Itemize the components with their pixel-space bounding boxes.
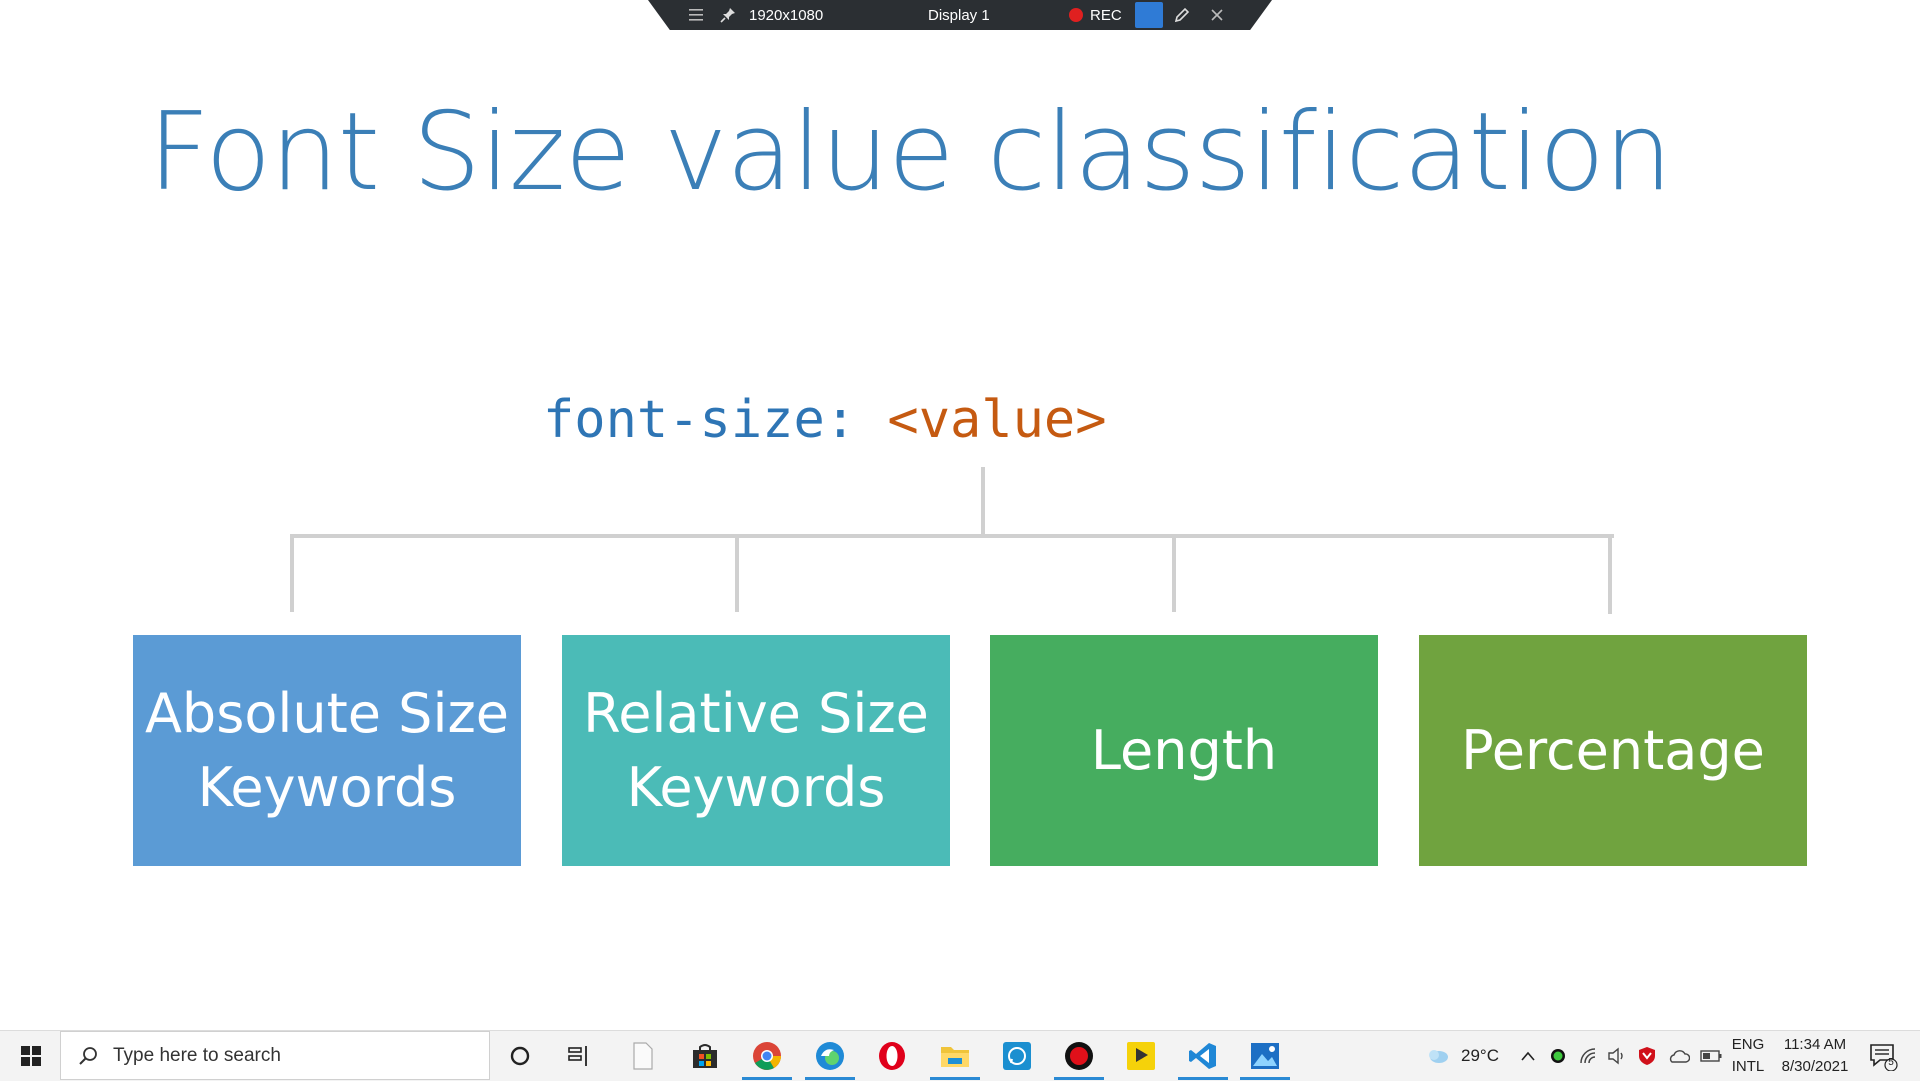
connector-drop-1	[290, 534, 294, 612]
notification-count: 5	[1888, 1057, 1894, 1068]
code-line: font-size: <value>	[543, 390, 1107, 450]
box-label-line1: Length	[1090, 718, 1278, 782]
box-length: Length	[990, 635, 1378, 866]
connector-drop-3	[1172, 534, 1176, 612]
connector-drop-4	[1608, 534, 1612, 614]
opera-icon[interactable]	[862, 1031, 922, 1081]
windows-start-icon[interactable]	[0, 1031, 62, 1081]
connector-trunk	[981, 467, 985, 537]
battery-icon[interactable]	[1700, 1031, 1722, 1081]
language-bottom: INTL	[1731, 1058, 1765, 1075]
weather-icon[interactable]	[1426, 1031, 1450, 1081]
search-icon	[77, 1045, 101, 1067]
kmplayer-icon[interactable]	[1111, 1031, 1171, 1081]
blank-file-icon[interactable]	[613, 1031, 673, 1081]
store-icon[interactable]	[675, 1031, 735, 1081]
resolution-label: 1920x1080	[749, 6, 824, 24]
box-label-line1: Percentage	[1461, 718, 1765, 782]
recorder-icon[interactable]	[1049, 1031, 1109, 1081]
temperature-label[interactable]: 29°C	[1461, 1046, 1499, 1065]
clock[interactable]: 11:34 AM 8/30/2021	[1772, 1031, 1858, 1081]
clock-time: 11:34 AM	[1783, 1036, 1847, 1053]
edge-icon[interactable]	[800, 1031, 860, 1081]
slide-title: Font Size value classification	[148, 90, 1672, 215]
search-input[interactable]	[111, 1043, 475, 1068]
chrome-icon[interactable]	[737, 1031, 797, 1081]
box-label-line1: Absolute Size	[144, 681, 510, 745]
code-value: <value>	[887, 390, 1107, 450]
camera-toggle-button[interactable]	[1135, 2, 1163, 28]
box-label-line2: Keywords	[626, 755, 886, 819]
taskbar-search-box[interactable]	[60, 1031, 490, 1080]
pencil-icon[interactable]	[1173, 0, 1191, 30]
wifi-icon[interactable]	[1579, 1031, 1599, 1081]
language-top: ENG	[1731, 1036, 1765, 1053]
box-label-line2: Keywords	[197, 755, 457, 819]
pin-icon[interactable]	[720, 0, 736, 30]
volume-icon[interactable]	[1607, 1031, 1627, 1081]
status-dot-icon[interactable]	[1549, 1031, 1567, 1081]
close-icon[interactable]	[1210, 0, 1226, 30]
antivirus-shield-icon[interactable]	[1638, 1031, 1656, 1081]
chevron-up-icon[interactable]	[1520, 1031, 1536, 1081]
notification-center-icon[interactable]: 5	[1868, 1031, 1898, 1081]
language-indicator[interactable]: ENG INTL	[1730, 1031, 1766, 1081]
photos-icon[interactable]	[1235, 1031, 1295, 1081]
vscode-icon[interactable]	[1173, 1031, 1233, 1081]
recorder-toolbar: 1920x1080 Display 1 REC	[648, 0, 1272, 30]
connector-drop-2	[735, 534, 739, 612]
whatsapp-icon[interactable]	[987, 1031, 1047, 1081]
menu-icon[interactable]	[689, 0, 705, 30]
clock-date: 8/30/2021	[1781, 1058, 1849, 1075]
taskbar: 29°C ENG INTL 11:34 AM 8/30/2021 5	[0, 1030, 1920, 1081]
task-view-icon[interactable]	[550, 1031, 610, 1081]
code-property: font-size:	[543, 390, 857, 450]
connector-bar	[290, 534, 1614, 538]
box-label-line1: Relative Size	[583, 681, 929, 745]
record-dot-icon[interactable]	[1068, 0, 1084, 30]
display-selector[interactable]: Display 1	[928, 6, 990, 24]
file-explorer-icon[interactable]	[925, 1031, 985, 1081]
record-label[interactable]: REC	[1090, 6, 1122, 24]
cortana-icon[interactable]	[490, 1031, 550, 1081]
box-percentage: Percentage	[1419, 635, 1807, 866]
onedrive-cloud-icon[interactable]	[1668, 1031, 1690, 1081]
